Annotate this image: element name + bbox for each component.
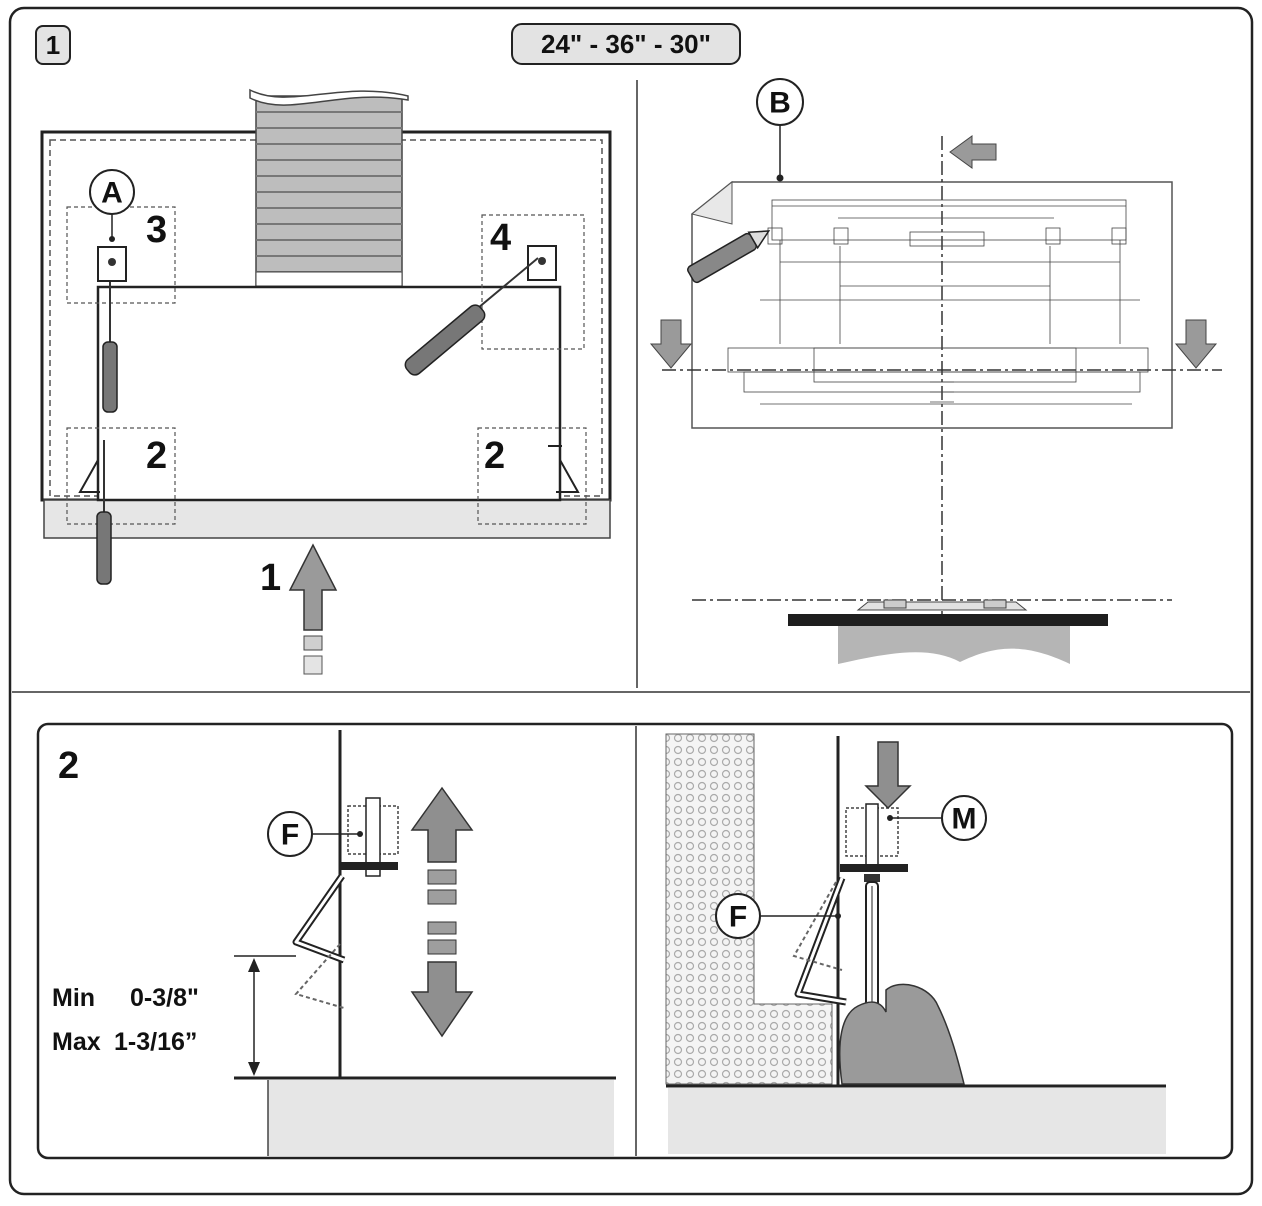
outer-frame bbox=[8, 6, 1254, 1196]
arrow-down-left-icon bbox=[649, 319, 693, 369]
callout-m: M bbox=[887, 795, 987, 841]
size-label: 24" - 36" - 30" bbox=[541, 29, 711, 59]
callout-f-right-text: F bbox=[729, 901, 747, 934]
panel-top-left: A 3 4 2 bbox=[40, 88, 612, 675]
min-value: 0-3/8" bbox=[130, 984, 199, 1012]
arrow-down-icon bbox=[864, 741, 912, 810]
section-2-step-label: 2 bbox=[58, 745, 79, 787]
base-bracket-right bbox=[548, 440, 580, 493]
step-1-label: 1 bbox=[260, 557, 281, 599]
cooktop bbox=[788, 599, 1108, 664]
wall-bracket-left bbox=[97, 246, 127, 282]
step-badge-1-text: 1 bbox=[46, 30, 60, 60]
duct bbox=[249, 88, 409, 287]
countertop-right bbox=[668, 1088, 1166, 1154]
panel-bottom-right: M F bbox=[665, 733, 1166, 1154]
screwdriver-right-icon bbox=[404, 257, 539, 376]
callout-b-text: B bbox=[769, 87, 791, 120]
screwdriver-left-lower-icon bbox=[96, 440, 112, 585]
arrow-up-icon bbox=[288, 543, 338, 675]
callout-m-text: M bbox=[952, 803, 977, 836]
callout-f-left: F bbox=[267, 811, 363, 857]
panel-top-right: B bbox=[649, 78, 1222, 664]
screwdriver-left-upper-icon bbox=[102, 282, 118, 413]
step-2-right-label: 2 bbox=[484, 435, 505, 477]
callout-a-text: A bbox=[101, 177, 123, 210]
max-label: Max bbox=[52, 1028, 101, 1056]
template-sheet bbox=[691, 181, 1173, 429]
size-badge: 24" - 36" - 30" bbox=[511, 23, 741, 65]
min-label: Min bbox=[52, 984, 95, 1012]
hood-body bbox=[96, 285, 562, 502]
step-4-label: 4 bbox=[490, 217, 511, 259]
hand-icon bbox=[839, 983, 965, 1085]
callout-b: B bbox=[756, 78, 804, 182]
panel-bottom-left: F Min 0-3/8" Max 1-3/16” bbox=[52, 730, 616, 1156]
step-2-left-label: 2 bbox=[146, 435, 167, 477]
step-3-label: 3 bbox=[146, 209, 167, 251]
base-bracket-left bbox=[78, 459, 100, 493]
arrow-up-down-icon bbox=[410, 786, 474, 1038]
pencil-icon bbox=[687, 230, 771, 284]
section-2-frame bbox=[36, 722, 1234, 1160]
step-badge-1: 1 bbox=[35, 25, 71, 65]
callout-f-right: F bbox=[715, 893, 841, 939]
countertop-left bbox=[268, 1080, 614, 1156]
arrow-down-right-icon bbox=[1174, 319, 1218, 369]
max-value: 1-3/16” bbox=[114, 1028, 197, 1056]
dimension-arrow bbox=[234, 955, 296, 1076]
callout-a: A bbox=[89, 169, 135, 242]
callout-f-left-text: F bbox=[281, 819, 299, 852]
arrow-left-icon bbox=[949, 135, 997, 169]
countertop bbox=[43, 499, 611, 539]
